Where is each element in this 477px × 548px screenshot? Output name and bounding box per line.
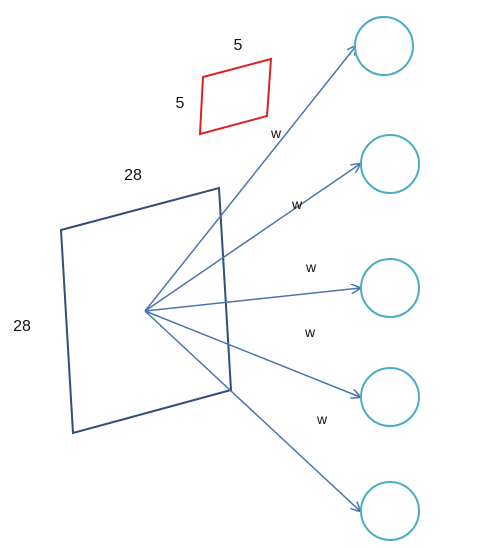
connection-arrow-3	[144, 288, 360, 312]
output-neurons	[354, 16, 420, 541]
connection-arrow-4	[144, 310, 360, 397]
weight-label-1: w	[270, 125, 282, 141]
neuron-circle-icon	[354, 16, 414, 76]
neuron-circle-icon	[360, 367, 420, 427]
connection-arrow-2	[144, 164, 360, 312]
weight-label-2: w	[291, 196, 303, 212]
kernel-square	[198, 57, 273, 136]
kernel-height-label: 5	[176, 95, 185, 112]
kernel-width-label: 5	[234, 37, 243, 54]
connection-arrow-5	[144, 310, 360, 511]
input-width-label: 28	[124, 167, 142, 184]
weight-label-3: w	[305, 259, 317, 275]
connection-arrows	[144, 46, 360, 511]
connection-arrow-1	[144, 46, 356, 312]
neuron-circle-icon	[360, 481, 420, 541]
neuron-circle-icon	[360, 258, 420, 318]
input-height-label: 28	[13, 318, 31, 335]
weight-label-4: w	[304, 324, 316, 340]
weight-label-5: w	[316, 411, 328, 427]
neuron-circle-icon	[360, 134, 420, 194]
